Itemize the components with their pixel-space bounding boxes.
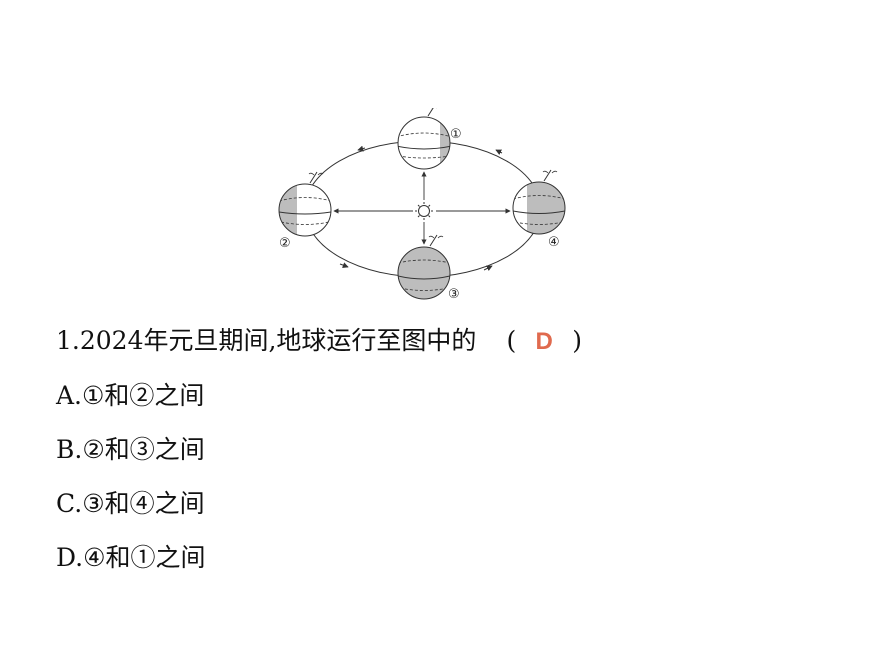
option-c[interactable]: C.③和④之间 xyxy=(56,486,205,522)
option-a[interactable]: A.①和②之间 xyxy=(56,378,204,414)
option-letter: C. xyxy=(56,489,83,518)
sun-icon xyxy=(415,202,433,220)
question-line: 1.2024年元旦期间,地球运行至图中的 ( D) xyxy=(56,323,582,360)
orbit-arrow xyxy=(357,145,366,152)
option-text: ③和④之间 xyxy=(82,489,205,518)
earth-position-1: ① xyxy=(397,108,462,170)
question-number: 1. xyxy=(56,326,80,355)
answer-text: D xyxy=(535,328,553,355)
earth-position-2: ② xyxy=(278,171,332,251)
option-letter: B. xyxy=(56,435,83,464)
earth-orbit-diagram: ① ② xyxy=(270,108,590,308)
position-label-4: ④ xyxy=(548,235,560,250)
question-text: 2024年元旦期间,地球运行至图中的 xyxy=(79,326,477,355)
option-text: ①和②之间 xyxy=(82,381,205,410)
paren-close: ) xyxy=(572,326,582,355)
orbit-arrow xyxy=(483,265,493,272)
option-text: ②和③之间 xyxy=(82,435,205,464)
orbit-arrow xyxy=(495,149,503,156)
earth-position-3: ③ xyxy=(397,234,460,302)
option-letter: A. xyxy=(56,381,83,410)
option-text: ④和①之间 xyxy=(83,543,206,572)
position-label-3: ③ xyxy=(448,287,460,302)
option-d[interactable]: D.④和①之间 xyxy=(56,540,206,576)
option-letter: D. xyxy=(56,543,84,572)
paren-open: ( xyxy=(506,326,517,355)
option-b[interactable]: B.②和③之间 xyxy=(56,432,205,468)
position-label-2: ② xyxy=(279,236,291,251)
orbit-svg: ① ② xyxy=(278,108,566,302)
position-label-1: ① xyxy=(450,127,462,142)
orbit-arrow xyxy=(339,262,349,268)
earth-position-4: ④ xyxy=(512,169,566,250)
